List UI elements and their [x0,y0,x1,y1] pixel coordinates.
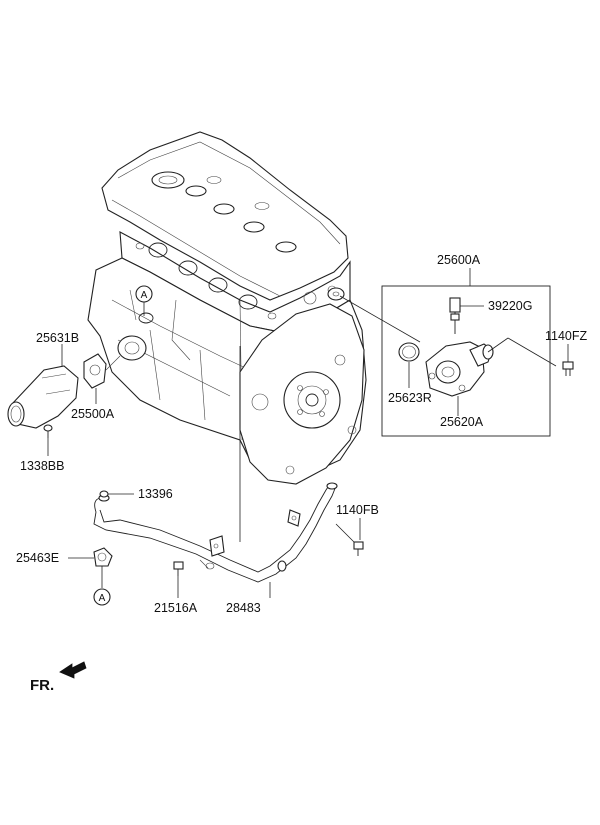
label-25631b: 25631B [36,331,79,345]
flywheel [283,371,341,429]
thermostat-box [339,268,557,437]
label-25500a: 25500A [71,407,115,421]
engine-assembly: A [87,131,367,485]
label-13396: 13396 [138,487,173,501]
gasket-25463e [68,547,113,588]
temperature-sensor [449,297,461,313]
bolt-1140fz [562,344,574,376]
gasket-25500a [83,353,121,404]
bolt-1338bb [43,424,53,456]
reference-a-lower: A [93,588,111,606]
bolt-21516a [173,561,184,598]
label-25623r: 25623R [388,391,432,405]
label-28483: 28483 [226,601,261,615]
front-direction-indicator: FR. [30,661,87,694]
water-pump-housing [117,335,147,361]
svg-text:A: A [99,593,106,604]
oil-filler-cap [151,171,185,189]
label-1140fz: 1140FZ [545,329,588,343]
svg-text:A: A [141,290,148,301]
label-39220g: 39220G [488,299,532,313]
clamp-13396 [99,490,134,498]
label-21516a: 21516A [154,601,198,615]
o-ring [398,342,420,362]
reference-a-upper: A [135,285,153,316]
label-1338bb: 1338BB [20,459,64,473]
label-25600a: 25600A [437,253,481,267]
water-inlet-fitting [7,344,79,429]
label-1140fb: 1140FB [336,503,379,517]
svg-text:FR.: FR. [30,677,54,694]
label-25463e: 25463E [16,551,59,565]
label-25620a: 25620A [440,415,484,429]
bolt-1140fb [335,518,364,556]
front-arrow-icon [59,661,87,679]
